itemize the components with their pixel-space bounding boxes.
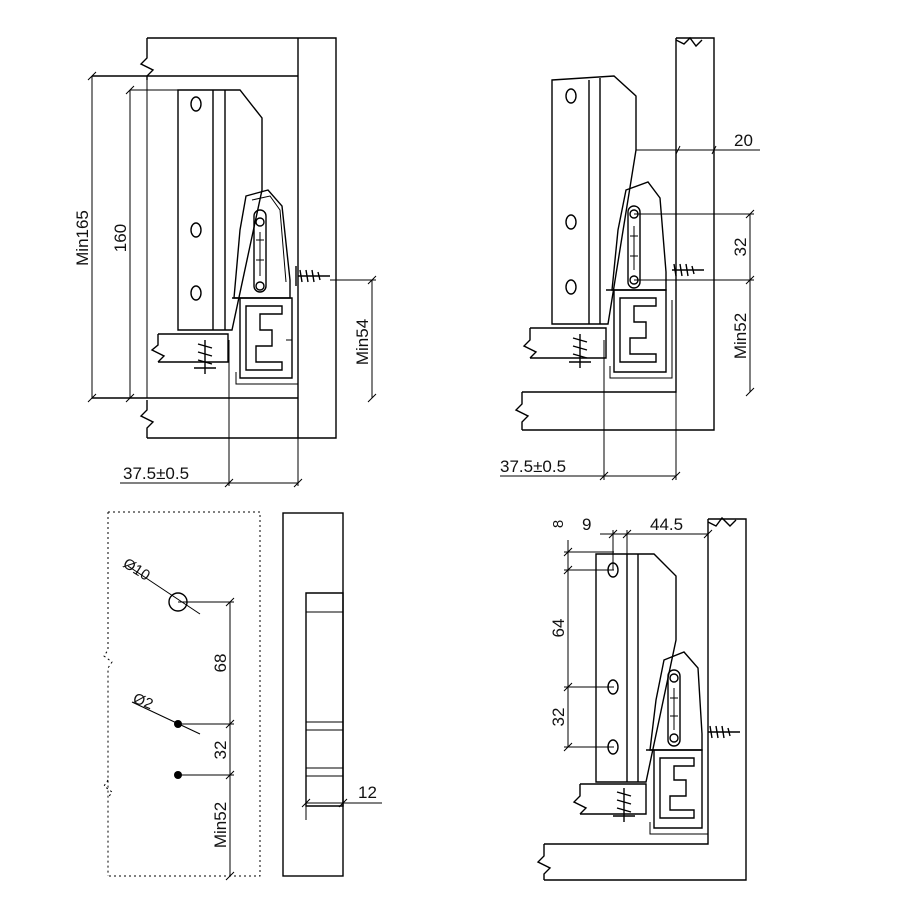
view-bottom-left: Ø10 Ø2 68 32 Min52 12 (103, 511, 382, 881)
dim-offset-label: 37.5±0.5 (500, 457, 566, 476)
dim-hole-large-label: Ø10 (120, 555, 153, 584)
dimensions-top-right (500, 145, 760, 481)
view-bottom-right: 8 9 44.5 64 32 (536, 515, 747, 881)
screw-top-right (672, 263, 704, 277)
dim-min54-label: Min54 (353, 319, 372, 365)
cabinet-panel (514, 36, 715, 431)
screw-bottom-right (522, 327, 607, 368)
hinge-body (606, 181, 673, 379)
dim-20-label: 20 (734, 131, 753, 150)
view-top-right: 20 32 Min52 37.5±0.5 (500, 36, 760, 481)
screw-bottom-left (150, 333, 229, 374)
dim-64-label: 64 (549, 619, 568, 638)
dim-hole-small-label: Ø2 (131, 690, 156, 713)
dim-160-label: 160 (111, 224, 130, 252)
dim-min165-label: Min165 (73, 210, 92, 266)
door-panel (177, 89, 263, 331)
screw-bottom (572, 783, 647, 822)
screw-top (708, 725, 740, 739)
view-top-left: Min165 160 Min54 37.5±0.5 (73, 37, 377, 488)
dim-44-5-label: 44.5 (650, 515, 683, 534)
dim-offset-label: 37.5±0.5 (123, 464, 189, 483)
hinge-body (232, 189, 298, 385)
hinge-body (646, 651, 709, 835)
dim-min52-label: Min52 (731, 313, 750, 359)
door-panel (595, 553, 677, 783)
panel-drilling-layout (103, 511, 261, 881)
dimensions-bottom-right (563, 529, 713, 752)
dim-12-label: 12 (358, 783, 377, 802)
screw-top-left (295, 266, 330, 286)
cabinet-panel (536, 516, 747, 881)
cabinet-panel (92, 37, 337, 439)
dim-32-label: 32 (731, 238, 750, 257)
dimensions-top-left (87, 71, 377, 488)
dim-8-label: 8 (550, 520, 567, 528)
dim-min52-label: Min52 (211, 802, 230, 848)
dim-32-label: 32 (549, 708, 568, 727)
dim-9-label: 9 (582, 515, 591, 534)
panel-side-profile (282, 512, 382, 877)
dim-68-label: 68 (211, 654, 230, 673)
dim-32-label: 32 (211, 741, 230, 760)
